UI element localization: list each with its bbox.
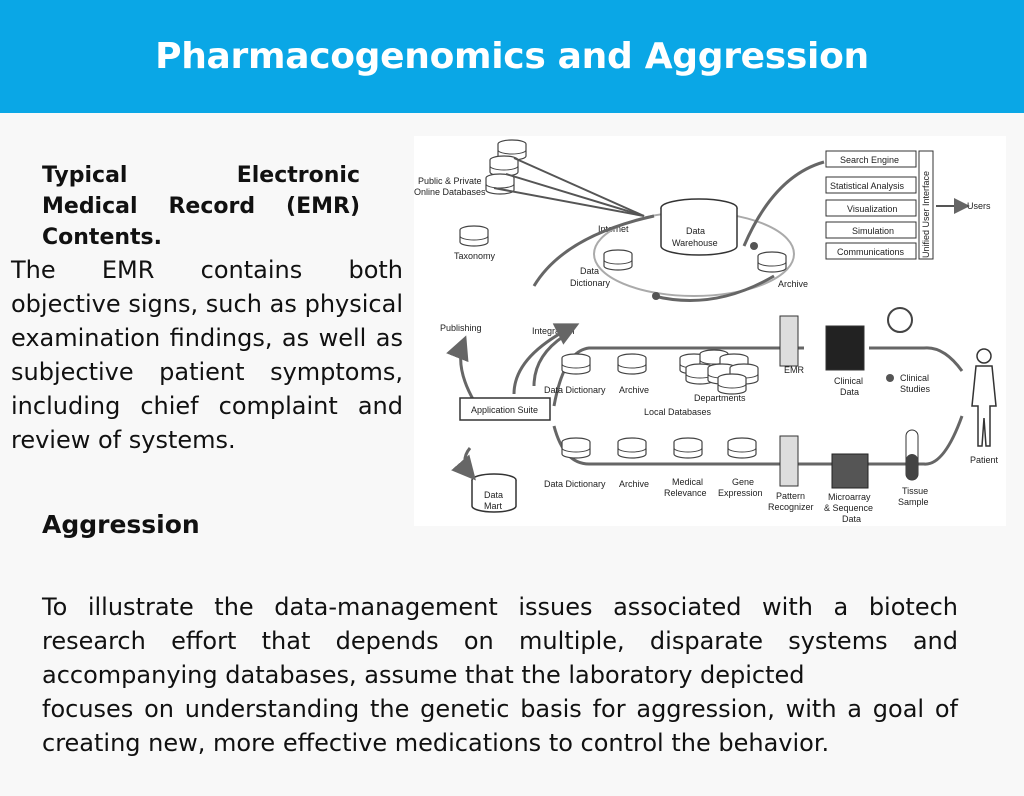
tissue-sample-label: Tissue <box>902 486 928 496</box>
data-mart-label: Data <box>484 490 503 500</box>
medical-relevance-label-2: Relevance <box>664 488 707 498</box>
emr-server-icon <box>779 315 799 367</box>
xray-icon <box>825 325 865 371</box>
application-suite-label: Application Suite <box>471 405 538 415</box>
data-warehouse-icon <box>660 198 738 256</box>
archive-mid-icon <box>617 353 647 375</box>
title-banner: Pharmacogenomics and Aggression <box>0 0 1024 113</box>
archive-bot-icon <box>617 437 647 459</box>
aggression-line-1: To illustrate the data-management issues… <box>42 593 958 689</box>
taxonomy-db-icon <box>459 225 489 247</box>
public-db-icon <box>485 139 527 195</box>
pattern-recognizer-label: Pattern <box>776 491 805 501</box>
emr-architecture-diagram: Public & Private Online Databases Taxono… <box>414 136 1006 526</box>
statistical-analysis-label: Statistical Analysis <box>830 181 905 191</box>
public-dbs-label-2: Online Databases <box>414 187 486 197</box>
simulation-label: Simulation <box>852 226 894 236</box>
ui-panel <box>825 150 934 260</box>
archive-top-icon <box>757 251 787 273</box>
medical-relevance-icon <box>673 437 703 459</box>
medical-relevance-label: Medical <box>672 477 703 487</box>
microarray-icon <box>831 453 869 489</box>
data-dictionary-top-label-2: Dictionary <box>570 278 611 288</box>
clinical-studies-label: Clinical <box>900 373 929 383</box>
clinical-studies-label-2: Studies <box>900 384 931 394</box>
departments-label: Departments <box>694 393 746 403</box>
visualization-label: Visualization <box>847 204 897 214</box>
aggression-heading: Aggression <box>42 510 200 539</box>
application-suite-box <box>459 397 551 421</box>
public-dbs-label: Public & Private <box>418 176 482 186</box>
stethoscope-icon <box>887 307 913 333</box>
pattern-recognizer-icon <box>779 435 799 487</box>
users-label: Users <box>967 201 991 211</box>
patient-label: Patient <box>970 455 999 465</box>
data-mart-icon <box>471 473 517 513</box>
gene-expression-label: Gene <box>732 477 754 487</box>
aggression-paragraph: To illustrate the data-management issues… <box>42 590 958 760</box>
tissue-sample-label-2: Sample <box>898 497 929 507</box>
data-dictionary-bot-icon <box>561 437 591 459</box>
patient-figure-icon <box>971 348 997 447</box>
data-warehouse-label-2: Warehouse <box>672 238 718 248</box>
archive-bot-label: Archive <box>619 479 649 489</box>
local-databases-label: Local Databases <box>644 407 712 417</box>
diagram-svg: Public & Private Online Databases Taxono… <box>414 139 999 524</box>
archive-mid-label: Archive <box>619 385 649 395</box>
gene-expression-label-2: Expression <box>718 488 763 498</box>
departments-db-icons <box>679 349 759 395</box>
emr-paragraph: The EMR contains both objective signs, s… <box>11 256 403 454</box>
data-dictionary-bot-label: Data Dictionary <box>544 479 606 489</box>
data-dictionary-top-label: Data <box>580 266 599 276</box>
data-dictionary-mid-label: Data Dictionary <box>544 385 606 395</box>
data-dictionary-mid-icon <box>561 353 591 375</box>
microarray-label-3: Data <box>842 514 861 524</box>
clinical-data-label: Clinical <box>834 376 863 386</box>
search-engine-label: Search Engine <box>840 155 899 165</box>
microarray-label-2: & Sequence <box>824 503 873 513</box>
data-warehouse-label: Data <box>686 226 705 236</box>
archive-top-label: Archive <box>778 279 808 289</box>
publishing-label: Publishing <box>440 323 482 333</box>
gene-expression-icon <box>727 437 757 459</box>
data-mart-label-2: Mart <box>484 501 502 511</box>
unified-ui-label: Unified User Interface <box>921 171 931 258</box>
aggression-line-2: focuses on understanding the genetic bas… <box>42 695 958 757</box>
microarray-label: Microarray <box>828 492 871 502</box>
pattern-recognizer-label-2: Recognizer <box>768 502 814 512</box>
communications-label: Communications <box>837 247 905 257</box>
data-dictionary-top-icon <box>603 249 633 271</box>
emr-heading: Typical Electronic Medical Record (EMR) … <box>42 163 360 250</box>
clinical-data-label-2: Data <box>840 387 859 397</box>
emr-label: EMR <box>784 365 805 375</box>
taxonomy-label: Taxonomy <box>454 251 496 261</box>
page-title: Pharmacogenomics and Aggression <box>155 36 869 77</box>
